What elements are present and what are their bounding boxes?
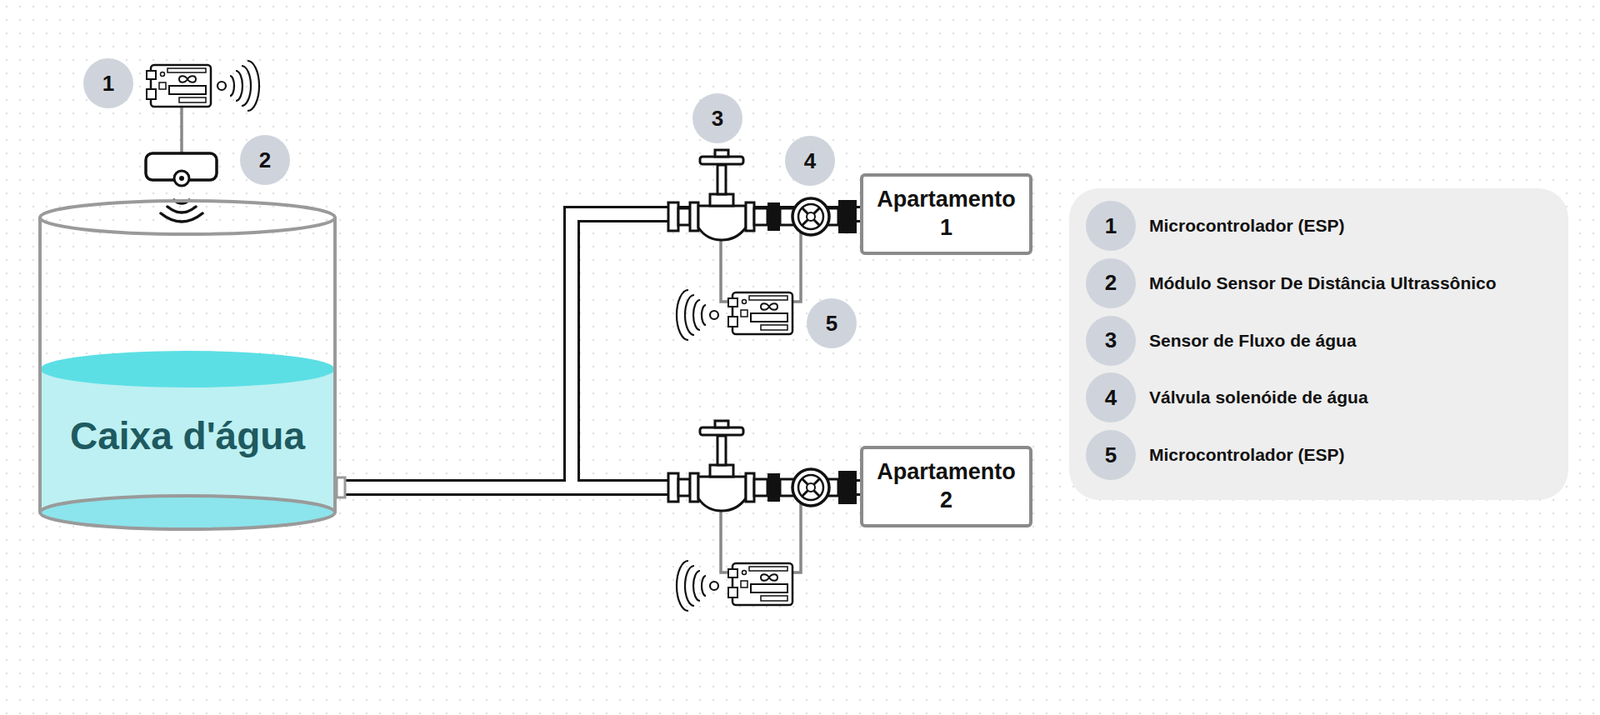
legend-row: 2 Módulo Sensor De Distância Ultrassônico bbox=[1085, 258, 1497, 309]
sensor-wire bbox=[180, 106, 184, 155]
sensor-transducer-core bbox=[179, 175, 185, 181]
pipe-bore-layer bbox=[336, 214, 860, 488]
esp-board bbox=[146, 65, 211, 107]
legend-number: 2 bbox=[1085, 258, 1136, 309]
callout-number: 5 bbox=[806, 298, 857, 349]
legend-number: 3 bbox=[1085, 315, 1136, 366]
ultrasonic-sensor bbox=[145, 153, 217, 222]
legend-row: 1 Microcontrolador (ESP) bbox=[1085, 200, 1345, 251]
legend-text: Microcontrolador (ESP) bbox=[1149, 445, 1345, 465]
callout-text: 2 bbox=[1105, 270, 1117, 296]
legend-text: Válvula solenóide de água bbox=[1149, 387, 1369, 408]
signal-dot bbox=[217, 81, 226, 90]
callout-text: 5 bbox=[1105, 442, 1117, 469]
water-pipe bbox=[336, 214, 860, 488]
callout-number: 4 bbox=[785, 135, 835, 186]
legend-row: 3 Sensor de Fluxo de água bbox=[1085, 315, 1357, 366]
pipe-outer-layer bbox=[336, 214, 860, 488]
legend-text: Microcontrolador (ESP) bbox=[1149, 215, 1345, 236]
tank-outline bbox=[38, 199, 337, 531]
tank-wall bbox=[40, 217, 335, 513]
signal-arc bbox=[230, 75, 235, 96]
sensor-transducer bbox=[174, 170, 190, 186]
tank-bottom bbox=[40, 495, 335, 530]
legend-number: 1 bbox=[1085, 200, 1136, 251]
sensor-housing bbox=[145, 153, 217, 180]
callout-text: 3 bbox=[711, 105, 724, 132]
ultrasonic-waves bbox=[160, 200, 203, 222]
callout-text: 3 bbox=[1105, 327, 1117, 354]
node-label: Apartamento 1 bbox=[876, 185, 1016, 243]
legend-panel: 1Microcontrolador (ESP)2Módulo Sensor De… bbox=[1069, 188, 1569, 500]
apartment-box: Apartamento 1 bbox=[860, 173, 1033, 255]
legend-row: 4 Válvula solenóide de água bbox=[1085, 372, 1369, 423]
callout-number: 3 bbox=[692, 93, 743, 144]
signal-arc bbox=[241, 65, 251, 106]
legend-number: 4 bbox=[1085, 372, 1136, 423]
node-label: Apartamento 2 bbox=[876, 458, 1016, 515]
callout-text: 4 bbox=[1105, 385, 1117, 411]
node-label: Caixa d'água bbox=[70, 414, 305, 459]
wireless-signal bbox=[217, 60, 260, 111]
apartment-branch bbox=[668, 150, 857, 340]
legend-number: 5 bbox=[1085, 430, 1136, 480]
water-tank: Caixa d'água bbox=[38, 199, 337, 531]
tank-rim bbox=[40, 200, 335, 235]
tank-outlet bbox=[336, 477, 345, 498]
signal-arc bbox=[235, 70, 243, 101]
callout-number: 2 bbox=[240, 135, 290, 185]
signal-arc bbox=[247, 60, 260, 111]
callout-text: 1 bbox=[102, 70, 115, 97]
callout-text: 1 bbox=[1105, 213, 1117, 240]
water-surface bbox=[40, 350, 335, 388]
callout-text: 5 bbox=[825, 310, 838, 337]
legend-row: 5 Microcontrolador (ESP) bbox=[1085, 430, 1345, 480]
apartment-box: Apartamento 2 bbox=[860, 445, 1033, 528]
callout-number: 1 bbox=[83, 58, 134, 109]
callout-text: 4 bbox=[804, 148, 816, 175]
callout-text: 2 bbox=[259, 147, 271, 174]
water-body bbox=[40, 369, 335, 530]
apartment-branch bbox=[668, 420, 857, 611]
pipe-bore bbox=[336, 214, 860, 488]
legend-text: Sensor de Fluxo de água bbox=[1149, 330, 1357, 351]
legend-text: Módulo Sensor De Distância Ultrassônico bbox=[1149, 273, 1497, 294]
